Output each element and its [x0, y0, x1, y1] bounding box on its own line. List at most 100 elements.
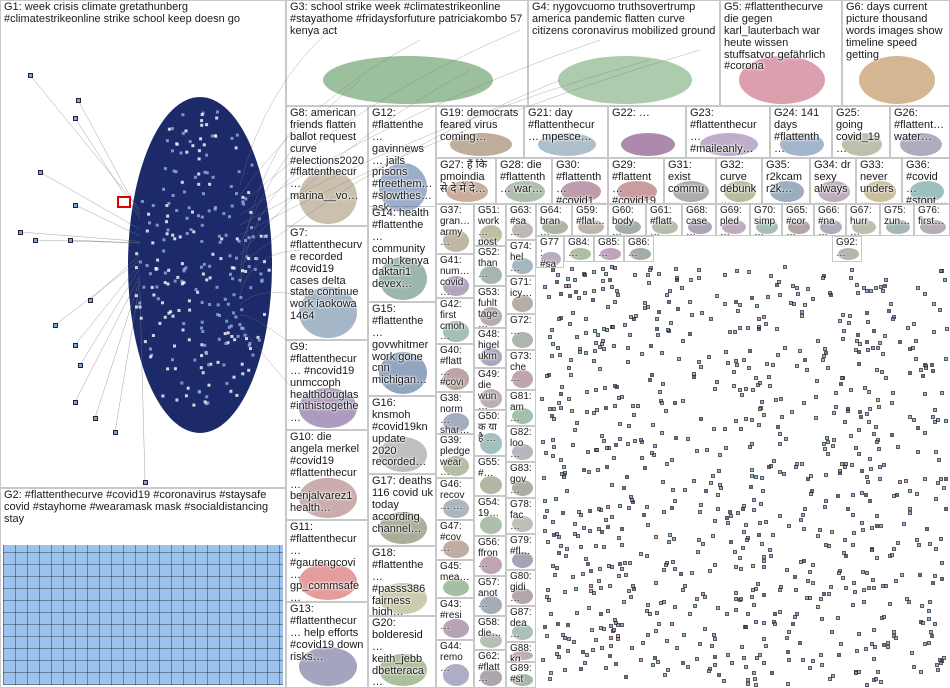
- mini-group-node: [697, 268, 701, 272]
- group-box-g7: G7: #flattenthecurve recorded #covid19 c…: [286, 226, 368, 340]
- mini-group-node: [551, 268, 555, 272]
- mini-group-node: [757, 533, 761, 537]
- mini-group-node: [665, 639, 669, 643]
- mini-group-node: [875, 368, 879, 372]
- mini-group-node: [874, 286, 878, 290]
- mini-group-node: [667, 300, 671, 304]
- mini-group-node: [620, 543, 624, 547]
- mini-group-node: [890, 433, 894, 437]
- mini-group-node: [573, 532, 577, 536]
- mini-group-node: [575, 335, 579, 339]
- group-label-g12: G12: #flattenthe… gavinnews… jails priso…: [372, 108, 433, 214]
- mini-group-node: [928, 600, 932, 604]
- mini-group-node: [767, 375, 771, 379]
- mini-group-node: [855, 283, 859, 287]
- mini-group-node: [912, 665, 916, 669]
- mini-group-node: [699, 365, 703, 369]
- mini-group-node: [592, 289, 596, 293]
- group-label-g10: G10: die angela merkel #covid19 #flatten…: [290, 432, 365, 515]
- mini-group-node: [551, 454, 555, 458]
- mini-group-node: [864, 493, 868, 497]
- mini-group-node: [551, 564, 555, 568]
- mini-group-node: [663, 673, 667, 677]
- mini-group-node: [866, 320, 870, 324]
- mini-group-node: [543, 515, 547, 519]
- mini-group-node: [610, 265, 614, 269]
- mini-group-node: [878, 465, 882, 469]
- mini-group-node: [862, 600, 866, 604]
- mini-group-node: [604, 406, 608, 410]
- mini-group-node: [559, 292, 563, 296]
- mini-group-node: [587, 606, 591, 610]
- mini-group-node: [836, 494, 840, 498]
- mini-group-node: [744, 523, 748, 527]
- mini-group-node: [571, 311, 575, 315]
- group-box-g3: G3: school strike week #climatestrikeonl…: [286, 0, 528, 106]
- mini-group-node: [584, 317, 588, 321]
- mini-group-node: [755, 304, 759, 308]
- mini-group-node: [940, 561, 944, 565]
- mini-group-node: [688, 332, 692, 336]
- mini-group-node: [794, 465, 798, 469]
- mini-group-node: [584, 557, 588, 561]
- mini-group-node: [816, 605, 820, 609]
- mini-group-node: [673, 401, 677, 405]
- mini-group-node: [750, 442, 754, 446]
- mini-group-node: [605, 446, 609, 450]
- group-box-g19: G19: democrats feared virus coming…: [436, 106, 524, 158]
- mini-group-node: [868, 407, 872, 411]
- mini-group-node: [557, 535, 561, 539]
- mini-group-node: [742, 358, 746, 362]
- mini-group-node: [795, 364, 799, 368]
- mini-group-node: [742, 504, 746, 508]
- group-label-g46: G46: recov… …: [440, 480, 471, 512]
- mini-group-node: [598, 567, 602, 571]
- mini-group-node: [676, 307, 680, 311]
- group-label-g61: G61: #flatt…: [650, 206, 679, 236]
- mini-group-node: [543, 285, 547, 289]
- mini-group-node: [854, 446, 858, 450]
- mini-group-node: [709, 481, 713, 485]
- mini-group-node: [739, 427, 743, 431]
- mini-group-node: [841, 313, 845, 317]
- mini-group-node: [715, 294, 719, 298]
- mini-group-node: [675, 278, 679, 282]
- group-label-g4: G4: nygovcuomo truthsovertrump america p…: [532, 2, 717, 38]
- group-box-g65: G65: #cor…: [782, 204, 814, 236]
- mini-group-node: [880, 370, 884, 374]
- mini-group-node: [542, 476, 546, 480]
- group-label-g89: G89: #st…: [510, 664, 533, 688]
- mini-group-node: [681, 661, 685, 665]
- mini-group-node: [557, 401, 561, 405]
- mini-group-node: [805, 596, 809, 600]
- mini-group-node: [749, 485, 753, 489]
- mini-group-node: [841, 576, 845, 580]
- mini-group-node: [757, 327, 761, 331]
- mini-group-node: [613, 300, 617, 304]
- mini-group-node: [646, 603, 650, 607]
- outlier-node: [73, 203, 78, 208]
- mini-group-node: [872, 628, 876, 632]
- mini-group-node: [600, 434, 604, 438]
- mini-group-node: [583, 661, 587, 665]
- mini-group-node: [851, 493, 855, 497]
- mini-group-node: [639, 438, 643, 442]
- mini-group-node: [598, 367, 602, 371]
- mini-group-node: [584, 351, 588, 355]
- group-box-g9: G9: #flattenthecur… #ncovid19 unmccoph h…: [286, 340, 368, 430]
- group-label-g81: G81: am…: [510, 392, 533, 424]
- mini-group-node: [583, 291, 587, 295]
- group-box-g31: G31: exist commu…: [664, 158, 716, 204]
- group-box-g55: G55: #…: [474, 456, 506, 496]
- mini-group-node: [919, 368, 923, 372]
- mini-group-node: [786, 682, 790, 686]
- mini-group-node: [930, 363, 934, 367]
- mini-group-node: [927, 641, 931, 645]
- mini-group-node: [939, 661, 943, 665]
- group-label-g27: G27: हैं कि pmoindia से दे में दे…: [440, 160, 493, 196]
- mini-group-node: [896, 541, 900, 545]
- mini-group-node: [681, 399, 685, 403]
- mini-group-node: [573, 428, 577, 432]
- group-label-g42: G42: first cmoh…: [440, 300, 471, 343]
- mini-group-node: [826, 440, 830, 444]
